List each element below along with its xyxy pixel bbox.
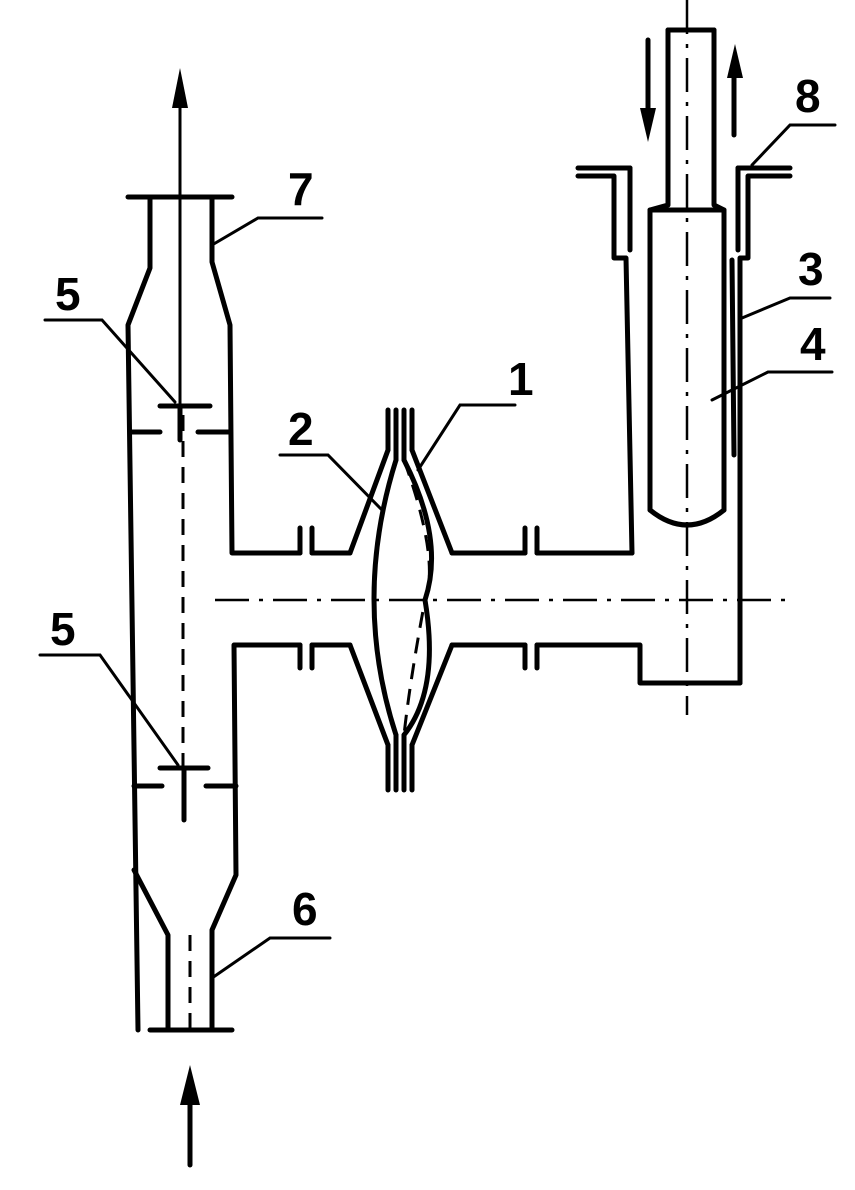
label-2: 2: [288, 403, 314, 455]
label-7: 7: [288, 163, 314, 215]
lens-left-surface: [371, 457, 399, 738]
up-arrow-icon: [727, 44, 743, 78]
inner-liner: [729, 257, 737, 458]
leader-2: [278, 453, 384, 512]
down-arrow-icon: [640, 108, 656, 142]
bottom-reducer-left: [131, 867, 171, 1033]
leader-6: [210, 936, 332, 980]
vertical-column: [125, 68, 303, 1168]
column-right-wall-lower: [209, 642, 303, 1033]
leader-5-lower: [38, 653, 180, 767]
label-4: 4: [800, 318, 826, 370]
column-right-wall-upper: [209, 194, 303, 556]
label-5-upper: 5: [55, 268, 81, 320]
leader-4: [710, 370, 834, 402]
label-6: 6: [292, 883, 318, 935]
lens-focal-curve: [402, 459, 431, 736]
duct-bottom-seg3: [534, 642, 743, 686]
column-left-wall: [125, 194, 153, 1033]
lens-right-surface-lower: [401, 597, 432, 738]
leader-3: [740, 296, 832, 320]
leader-1: [416, 403, 517, 472]
labels: 1 2 3 4 5 5 6 7 8: [50, 70, 826, 935]
leader-lines: [38, 123, 837, 980]
leader-7: [210, 216, 324, 247]
rod-left: [647, 27, 671, 513]
vessel-left-wall: [575, 173, 635, 556]
rod-right: [711, 27, 727, 513]
housing-left-bot: [347, 642, 391, 748]
housing-left-top: [347, 447, 391, 556]
lens-assembly: [347, 407, 455, 793]
label-3: 3: [798, 243, 824, 295]
label-8: 8: [795, 70, 821, 122]
exit-arrow-icon: [172, 68, 188, 108]
label-5-lower: 5: [50, 603, 76, 655]
right-vessel: [575, 0, 793, 715]
lens-right-surface-upper: [401, 457, 435, 603]
housing-right-bot: [409, 642, 455, 748]
label-1: 1: [508, 353, 534, 405]
vessel-right-wall: [737, 173, 793, 686]
leader-8: [750, 123, 837, 167]
horizontal-duct: [215, 525, 790, 686]
inlet-arrow-icon: [180, 1065, 200, 1105]
leader-5-upper: [43, 318, 177, 404]
